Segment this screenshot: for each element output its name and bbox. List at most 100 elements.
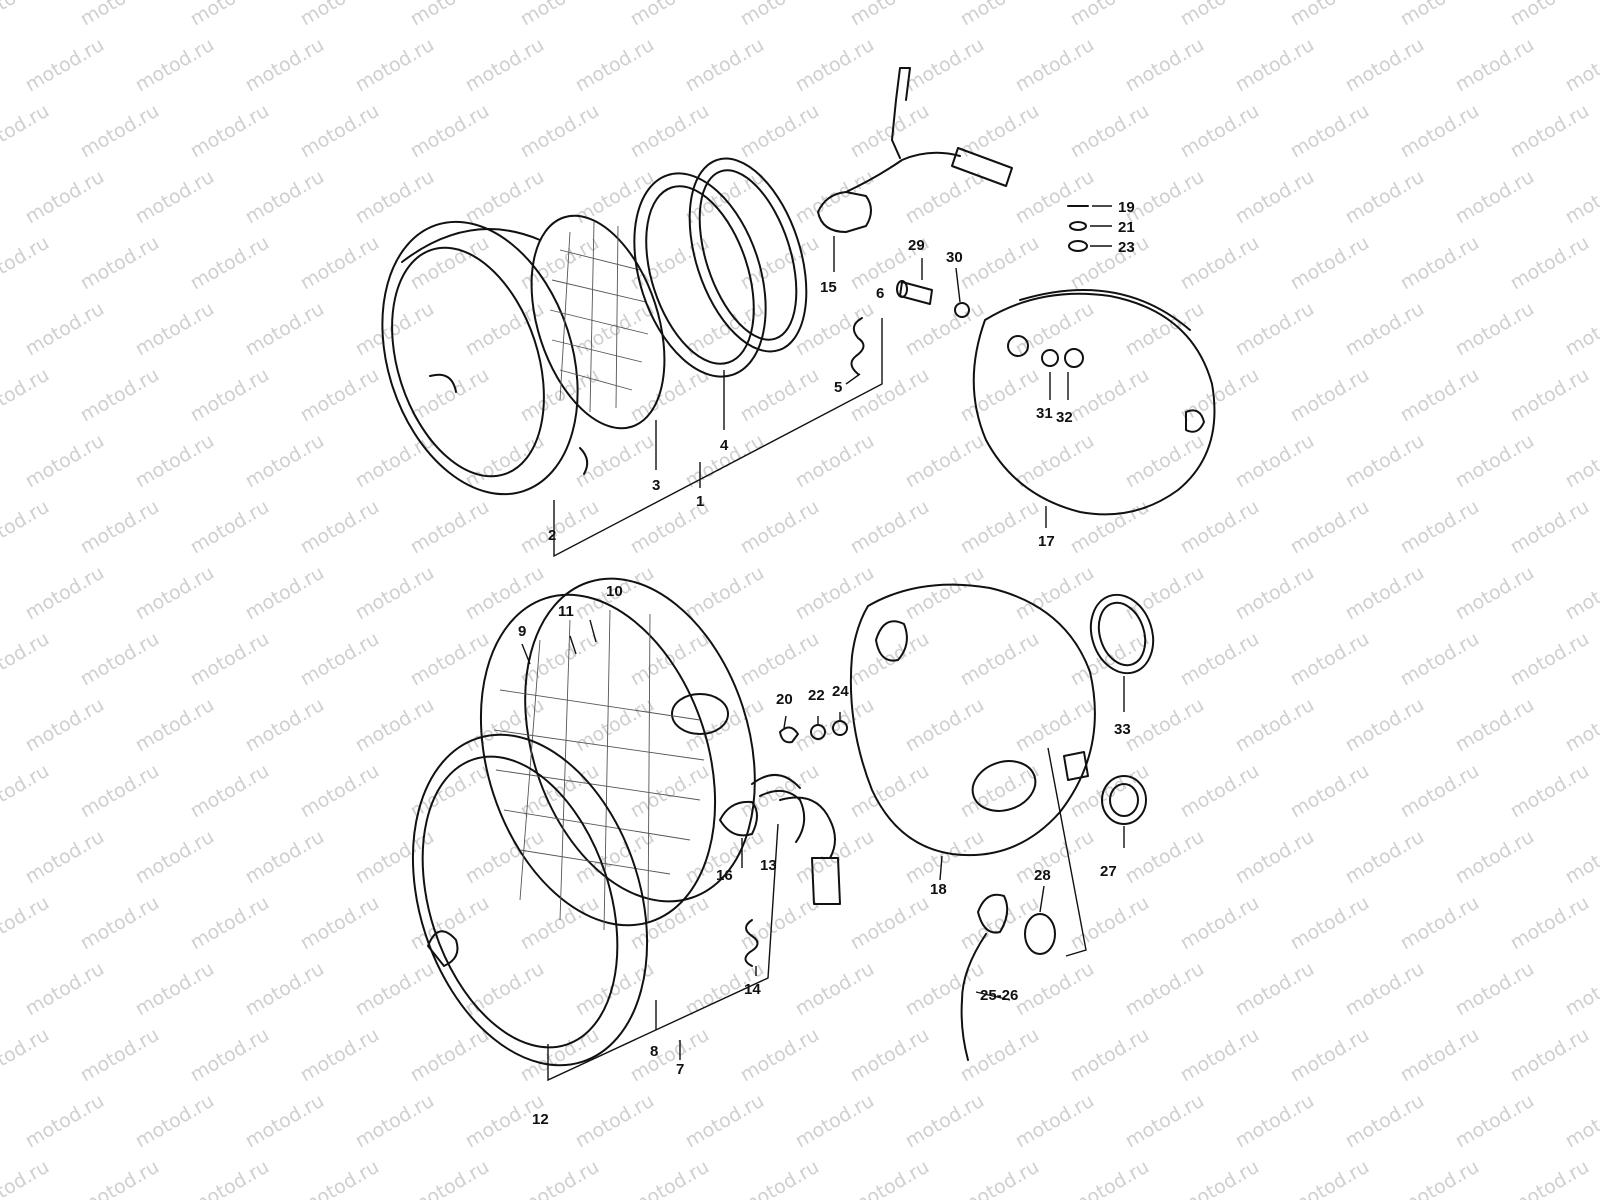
callout-31: 31 xyxy=(1036,405,1053,422)
watermark-text: motod.ru xyxy=(737,1024,823,1087)
callout-29: 29 xyxy=(908,237,925,254)
watermark-text: motod.ru xyxy=(957,364,1043,427)
watermark-text: motod.ru xyxy=(1507,100,1593,163)
watermark-text: motod.ru xyxy=(1452,1090,1538,1153)
callout-11: 11 xyxy=(558,603,574,620)
callout-6: 6 xyxy=(876,285,884,302)
watermark-text: motod.ru xyxy=(1452,958,1538,1021)
watermark-text: motod.ru xyxy=(1177,100,1263,163)
watermark-text: motod.ru xyxy=(242,166,328,229)
watermark-text: motod.ru xyxy=(187,364,273,427)
watermark-text: motod.ru xyxy=(1562,34,1600,97)
callout-16: 16 xyxy=(716,867,733,884)
watermark-text: motod.ru xyxy=(407,0,493,30)
watermark-text: motod.ru xyxy=(407,100,493,163)
watermark-text: motod.ru xyxy=(407,628,493,691)
callout-5: 5 xyxy=(834,379,842,396)
watermark-text: motod.ru xyxy=(517,232,603,295)
callout-7: 7 xyxy=(676,1061,684,1078)
lower-indicator-25-26 xyxy=(960,893,1009,1061)
callout-20: 20 xyxy=(776,691,793,708)
watermark-text: motod.ru xyxy=(1452,298,1538,361)
watermark-text: motod.ru xyxy=(352,34,438,97)
watermark-text: motod.ru xyxy=(847,364,933,427)
watermark-text: motod.ru xyxy=(297,100,383,163)
watermark-text: motod.ru xyxy=(957,628,1043,691)
watermark-text: motod.ru xyxy=(1562,562,1600,625)
watermark-text: motod.ru xyxy=(0,628,53,691)
callout-2: 2 xyxy=(548,527,556,544)
watermark-text: motod.ru xyxy=(1232,1090,1318,1153)
callout-13: 13 xyxy=(760,857,777,874)
watermark-text: motod.ru xyxy=(572,34,658,97)
upper-mount-ring xyxy=(688,157,808,353)
watermark-text: motod.ru xyxy=(792,430,878,493)
watermark-text: motod.ru xyxy=(132,562,218,625)
watermark-text: motod.ru xyxy=(1287,628,1373,691)
lower-washer-24 xyxy=(832,720,848,736)
watermark-text: motod.ru xyxy=(957,1024,1043,1087)
watermark-text: motod.ru xyxy=(792,562,878,625)
watermark-text: motod.ru xyxy=(1177,1024,1263,1087)
callout-33: 33 xyxy=(1114,721,1131,738)
upper-shell xyxy=(972,289,1216,516)
watermark-text: motod.ru xyxy=(737,100,823,163)
watermark-text: motod.ru xyxy=(242,562,328,625)
watermark-text: motod.ru xyxy=(0,0,53,30)
watermark-text: motod.ru xyxy=(132,298,218,361)
watermark-text: motod.ru xyxy=(1507,232,1593,295)
watermark-text: motod.ru xyxy=(1122,958,1208,1021)
watermark-text: motod.ru xyxy=(847,892,933,955)
watermark-text: motod.ru xyxy=(572,298,658,361)
watermark-text: motod.ru xyxy=(352,694,438,757)
watermark-text: motod.ru xyxy=(1122,1090,1208,1153)
watermark-text: motod.ru xyxy=(1342,34,1428,97)
watermark-text: motod.ru xyxy=(297,0,383,30)
watermark-text: motod.ru xyxy=(1452,562,1538,625)
watermark-text: motod.ru xyxy=(847,496,933,559)
watermark-text: motod.ru xyxy=(1067,760,1153,823)
watermark-text: motod.ru xyxy=(1562,694,1600,757)
watermark-text: motod.ru xyxy=(517,892,603,955)
watermark-text: motod.ru xyxy=(1287,100,1373,163)
watermark-text: motod.ru xyxy=(77,232,163,295)
callout-19: 19 xyxy=(1118,199,1135,216)
watermark-text: motod.ru xyxy=(0,1024,53,1087)
watermark-text: motod.ru xyxy=(1122,430,1208,493)
watermark-text: motod.ru xyxy=(1342,958,1428,1021)
watermark-text: motod.ru xyxy=(1122,826,1208,889)
watermark-text: motod.ru xyxy=(242,34,328,97)
watermark-text: motod.ru xyxy=(242,298,328,361)
lower-leader-lines xyxy=(521,619,1125,1082)
watermark-text: motod.ru xyxy=(1397,232,1483,295)
watermark-text: motod.ru xyxy=(792,34,878,97)
upper-rim xyxy=(381,220,589,496)
watermark-text: motod.ru xyxy=(187,496,273,559)
callout-10: 10 xyxy=(606,583,623,600)
watermark-text: motod.ru xyxy=(407,364,493,427)
watermark-text: motod.ru xyxy=(1067,496,1153,559)
callout-9: 9 xyxy=(518,623,526,640)
watermark-text: motod.ru xyxy=(407,1024,493,1087)
upper-screw-29 xyxy=(896,280,933,305)
watermark-text: motod.ru xyxy=(572,1090,658,1153)
watermark-text: motod.ru xyxy=(1287,364,1373,427)
watermark-text: motod.ru xyxy=(1012,430,1098,493)
watermark-text: motod.ru xyxy=(352,562,438,625)
watermark-text: motod.ru xyxy=(1342,166,1428,229)
watermark-text: motod.ru xyxy=(517,496,603,559)
watermark-text: motod.ru xyxy=(902,826,988,889)
watermark-text: motod.ru xyxy=(957,496,1043,559)
watermark-text: motod.ru xyxy=(1507,892,1593,955)
callout-8: 8 xyxy=(650,1043,658,1060)
watermark-text: motod.ru xyxy=(0,760,53,823)
watermark-text: motod.ru xyxy=(1012,166,1098,229)
watermark-text: motod.ru xyxy=(1507,0,1593,30)
upper-headlight-assembly xyxy=(381,67,1216,558)
watermark-text: motod.ru xyxy=(1177,628,1263,691)
watermark-text: motod.ru xyxy=(902,298,988,361)
lower-nut-22 xyxy=(810,724,826,740)
watermark-text: motod.ru xyxy=(1397,100,1483,163)
callout-23: 23 xyxy=(1118,239,1135,256)
